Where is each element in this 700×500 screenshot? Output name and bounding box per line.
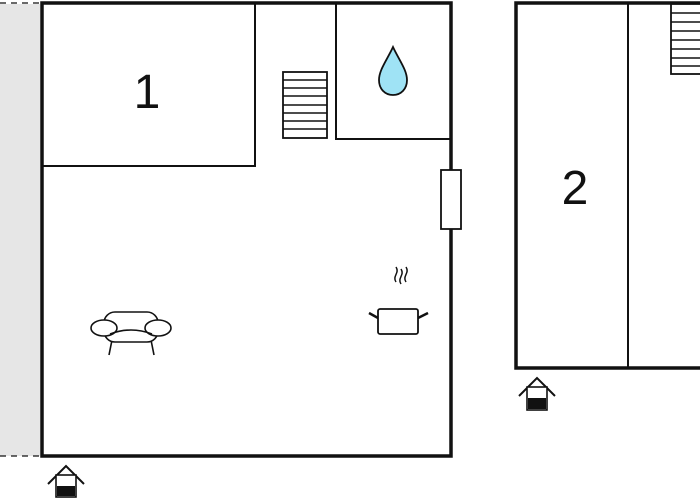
bedroom-1-walls bbox=[42, 3, 256, 167]
stairs-icon bbox=[670, 3, 700, 75]
entrance-icon bbox=[47, 464, 85, 498]
water-drop-icon bbox=[378, 44, 408, 96]
stairs-icon bbox=[282, 71, 328, 139]
cooking-pot-icon bbox=[368, 266, 429, 335]
room-label-1: 1 bbox=[134, 66, 161, 119]
room-label-2: 2 bbox=[562, 162, 589, 215]
entrance-icon bbox=[518, 376, 556, 411]
window bbox=[440, 169, 462, 230]
terrace-area bbox=[0, 4, 40, 456]
bathroom-walls bbox=[335, 3, 451, 140]
second-building-walls bbox=[514, 1, 700, 370]
sofa-icon bbox=[90, 311, 172, 356]
